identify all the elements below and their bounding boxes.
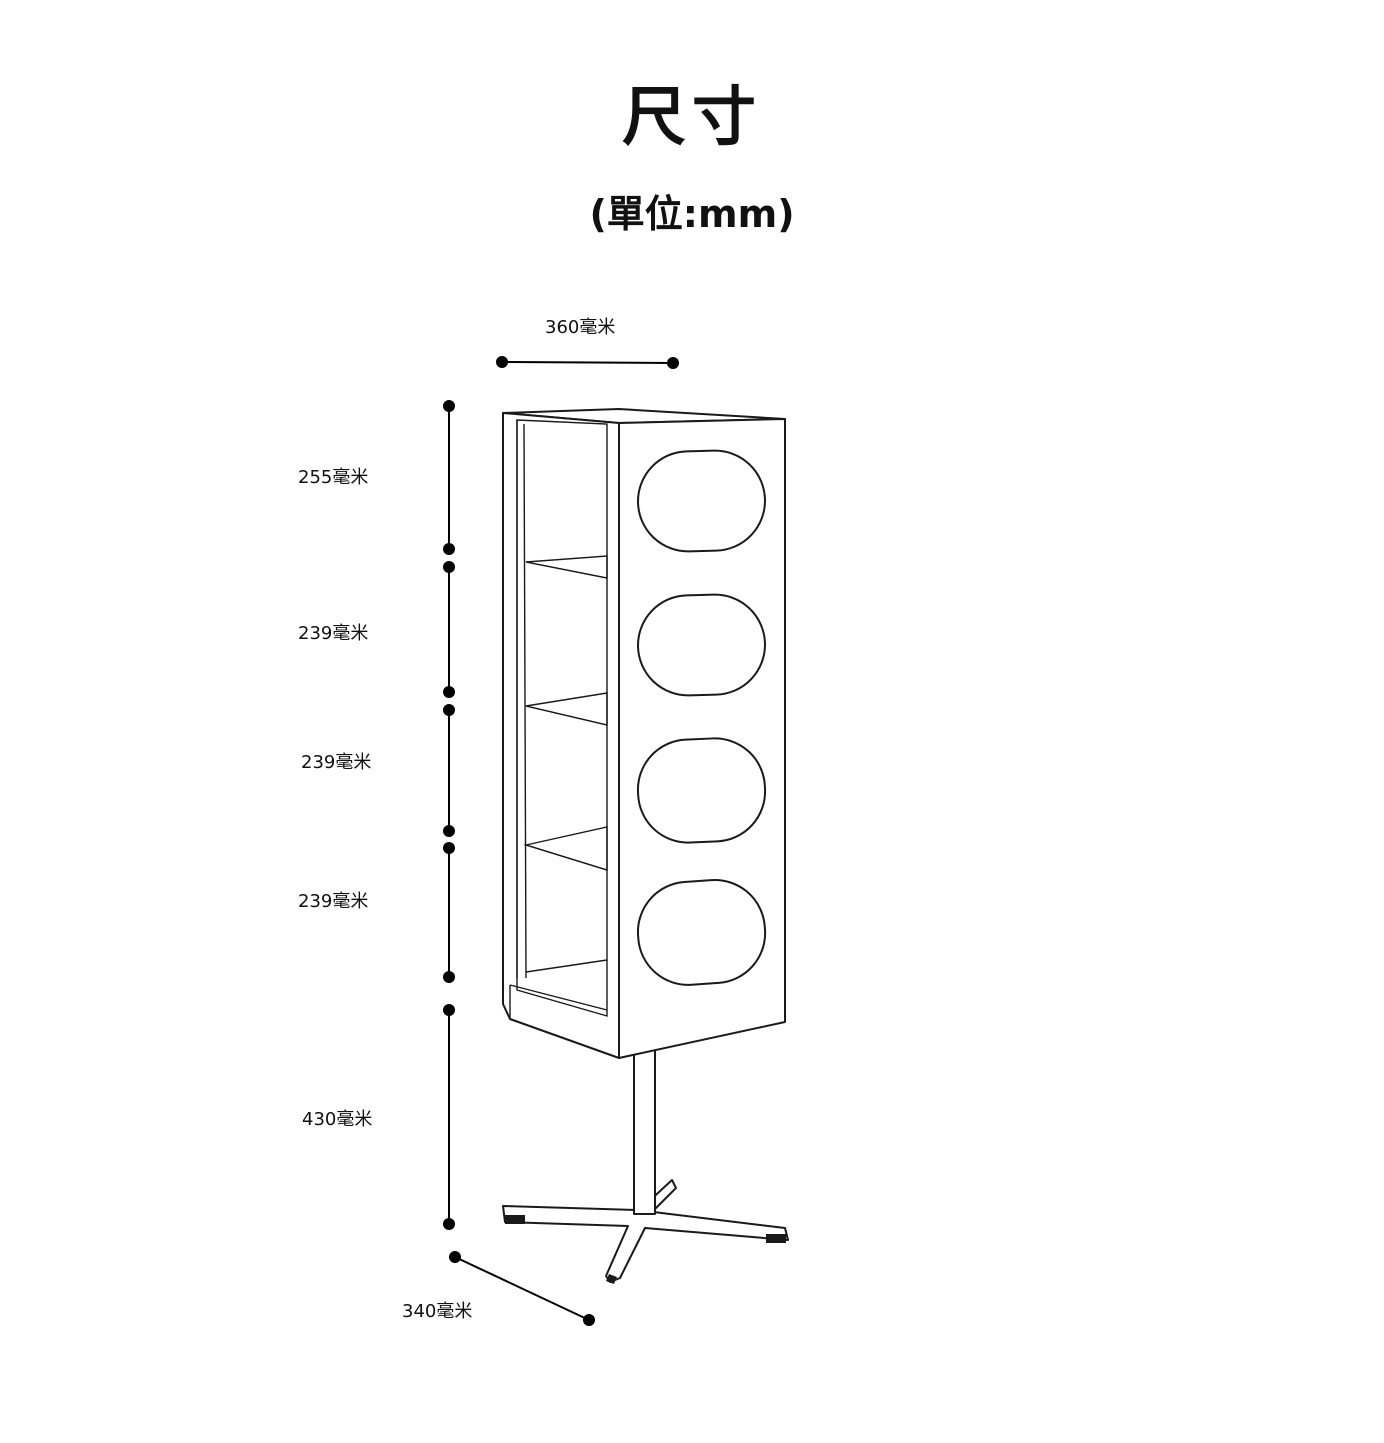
stand-pole: [633, 1047, 656, 1215]
page-title: 尺寸: [622, 81, 762, 155]
width-dimension-label: 360毫米: [545, 317, 616, 338]
depth-dimension-line: [449, 1251, 595, 1326]
width-dimension-line: [496, 356, 679, 369]
shelf2-height-label: 239毫米: [298, 623, 369, 644]
stand-height-label: 430毫米: [302, 1109, 373, 1130]
cross-base: [502, 1179, 789, 1284]
shelf3-height-label: 239毫米: [301, 752, 372, 773]
shelf1-height-label: 255毫米: [298, 467, 369, 488]
rotating-cabinet: [502, 408, 786, 1059]
height-dimension-lines: [443, 400, 455, 1230]
unit-subtitle: (單位:mm): [589, 192, 795, 236]
depth-dimension-label: 340毫米: [402, 1301, 473, 1322]
shelf4-height-label: 239毫米: [298, 891, 369, 912]
